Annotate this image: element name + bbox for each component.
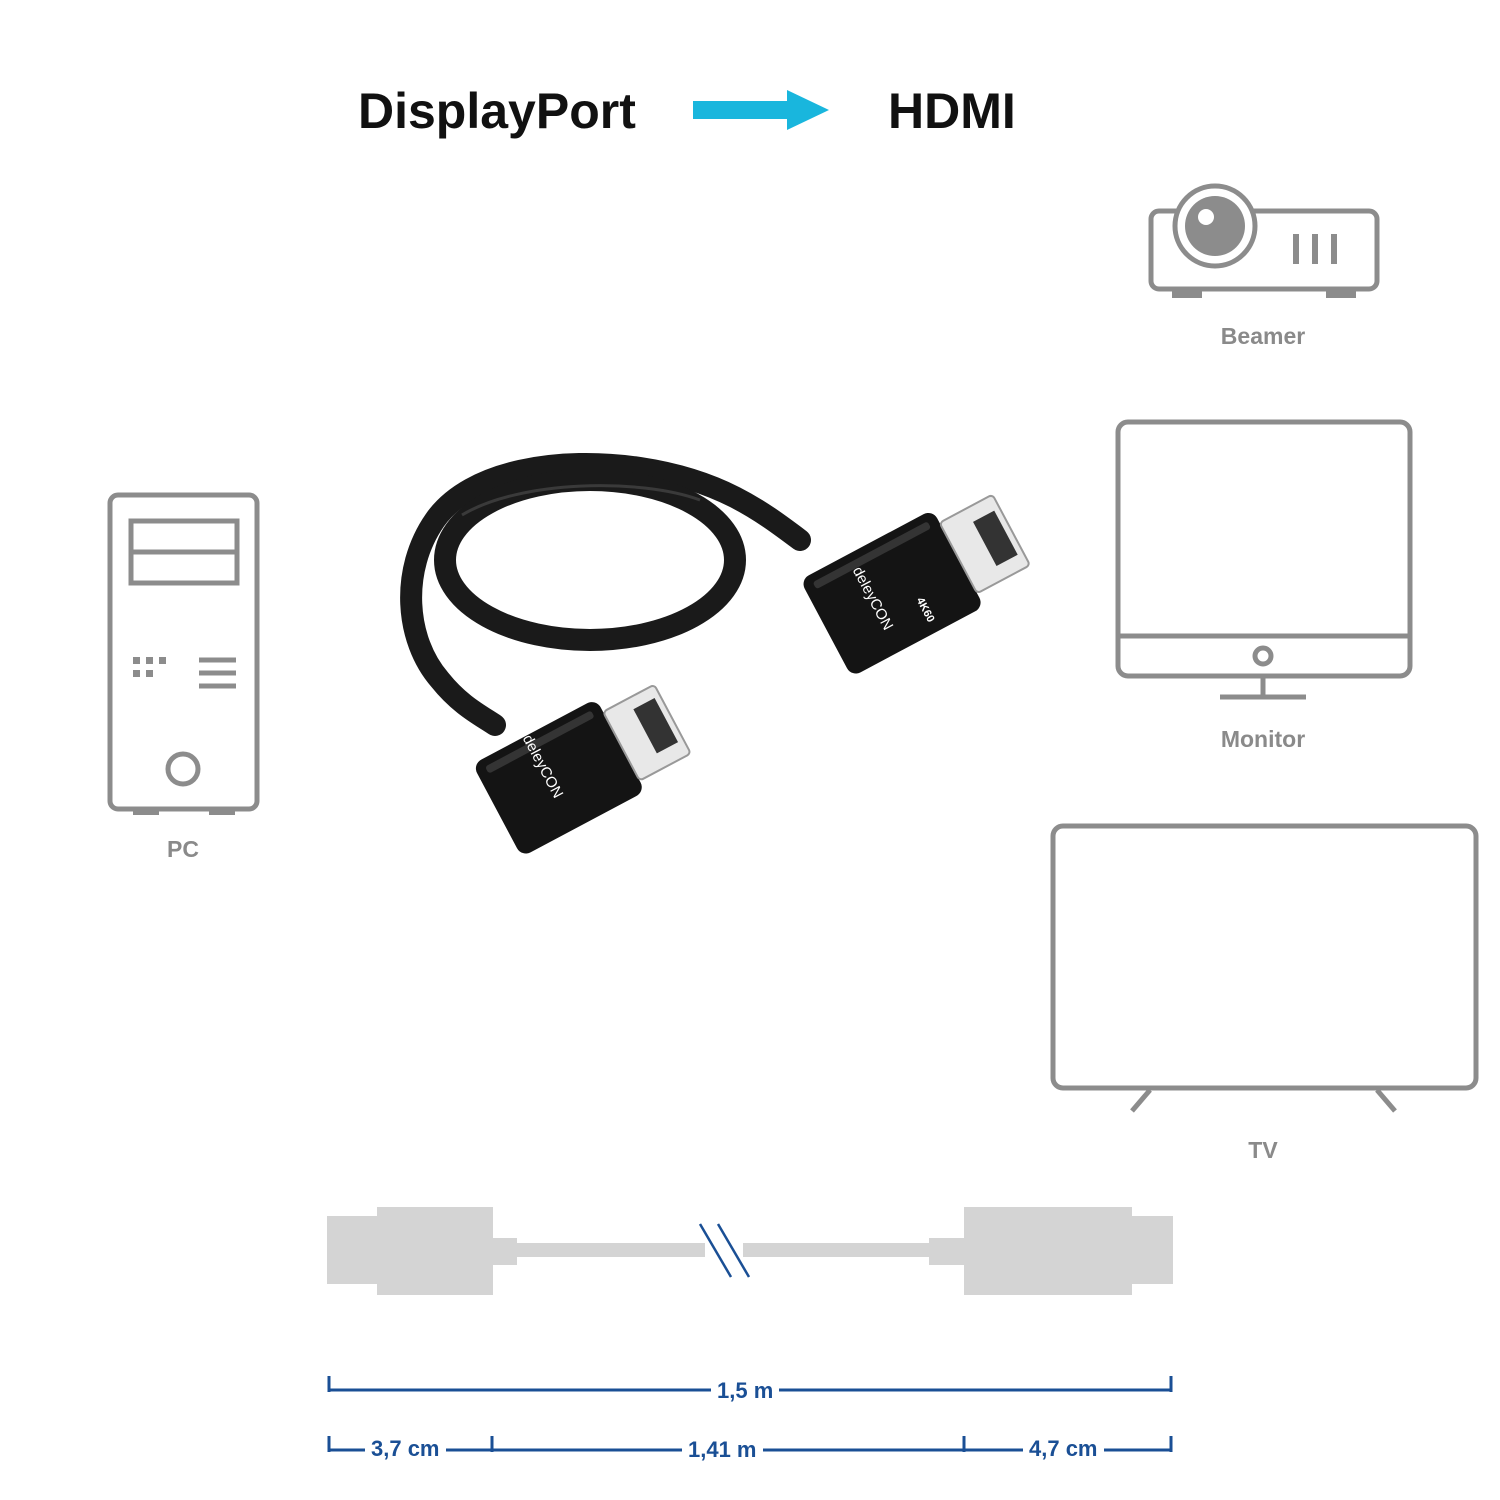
monitor-icon xyxy=(1115,419,1413,700)
total-length-label: 1,5 m xyxy=(711,1378,780,1404)
source-port-title: DisplayPort xyxy=(358,83,636,139)
projector-icon xyxy=(1148,183,1380,298)
cable-schematic xyxy=(327,1207,1173,1295)
hdmi-connector-length-label: 4,7 cm xyxy=(1023,1436,1104,1462)
beamer-label: Beamer xyxy=(1220,323,1306,349)
target-port-title: HDMI xyxy=(888,83,1016,139)
tv-label: TV xyxy=(1248,1137,1278,1163)
pc-label: PC xyxy=(167,836,199,862)
monitor-label: Monitor xyxy=(1220,726,1306,752)
cable-illustration xyxy=(400,453,1030,854)
dp-connector-length-label: 3,7 cm xyxy=(365,1436,446,1462)
cable-length-label: 1,41 m xyxy=(682,1437,763,1463)
tv-icon xyxy=(1050,823,1479,1113)
pc-tower-icon xyxy=(107,492,260,815)
direction-arrow-icon xyxy=(693,90,829,130)
